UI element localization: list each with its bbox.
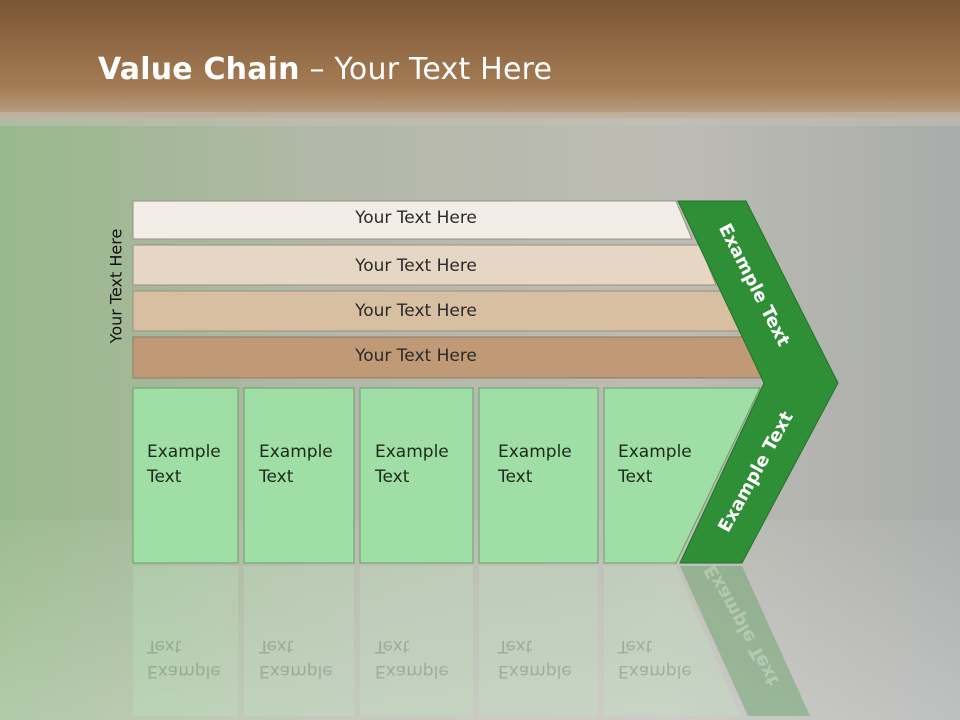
band-4-label: Your Text Here (355, 346, 477, 366)
title-rest: – Your Text Here (299, 52, 553, 87)
band-3-label: Your Text Here (355, 301, 477, 321)
band-1 (132, 200, 693, 240)
column-3-reflection: Example Text (375, 636, 449, 681)
column-1 (132, 387, 239, 564)
chevron-arrow (677, 200, 839, 564)
column-2-label: Example Text (259, 442, 333, 487)
column-1-label: Example Text (147, 442, 221, 487)
slide-title: Value Chain – Your Text Here (98, 52, 552, 87)
column-4-reflection: Example Text (498, 636, 572, 681)
column-4 (478, 387, 599, 564)
chevron-reflection (680, 566, 810, 716)
column-4-label: Example Text (498, 442, 572, 487)
band-2-label: Your Text Here (355, 256, 477, 276)
band-2 (132, 244, 717, 286)
column-1-reflection: Example Text (147, 636, 221, 681)
column-2 (243, 387, 355, 564)
column-5-reflection: Example Text (618, 636, 692, 681)
title-bold: Value Chain (98, 52, 300, 87)
band-1-label: Your Text Here (355, 208, 477, 228)
column-3 (359, 387, 474, 564)
column-5 (603, 387, 761, 564)
column-3-label: Example Text (375, 442, 449, 487)
column-2-reflection: Example Text (259, 636, 333, 681)
column-5-label: Example Text (618, 442, 692, 487)
